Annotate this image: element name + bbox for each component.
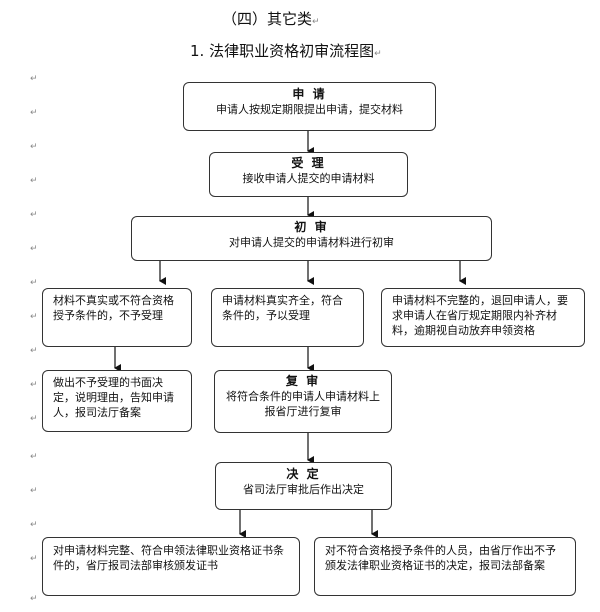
node-initial-review-desc: 对申请人提交的申请材料进行初审: [229, 236, 394, 249]
node-re-review: 复 审 将符合条件的申请人申请材料上报省厅进行复审: [214, 370, 392, 433]
node-accept: 受 理 接收申请人提交的申请材料: [209, 152, 408, 197]
node-incomplete-text: 申请材料不完整的，退回申请人，要求申请人在省厅规定期限内补齐材料，逾期视自动放弃…: [392, 294, 568, 337]
node-initial-review-title: 初 审: [294, 220, 329, 234]
node-decision-title: 决 定: [286, 467, 321, 481]
node-not-real: 材料不真实或不符合资格授予条件的，不予受理: [42, 288, 192, 347]
node-apply: 申 请 申请人按规定期限提出申请，提交材料: [183, 82, 436, 131]
node-not-real-text: 材料不真实或不符合资格授予条件的，不予受理: [53, 294, 174, 322]
section-heading: （四）其它类↵: [222, 10, 320, 28]
node-initial-review: 初 审 对申请人提交的申请材料进行初审: [131, 216, 492, 261]
node-reject-decision-text: 做出不予受理的书面决定，说明理由，告知申请人，报司法厅备案: [53, 376, 174, 419]
node-apply-title: 申 请: [292, 87, 327, 101]
node-accept-title: 受 理: [291, 156, 326, 170]
node-decision: 决 定 省司法厅审批后作出决定: [215, 462, 392, 510]
node-real-complete-text: 申请材料真实齐全，符合条件的，予以受理: [222, 294, 343, 322]
node-incomplete: 申请材料不完整的，退回申请人，要求申请人在省厅规定期限内补齐材料，逾期视自动放弃…: [381, 288, 585, 347]
node-real-complete: 申请材料真实齐全，符合条件的，予以受理: [211, 288, 364, 347]
node-deny-text: 对不符合资格授予条件的人员，由省厅作出不予颁发法律职业资格证书的决定，报司法部备…: [325, 544, 556, 572]
node-apply-desc: 申请人按规定期限提出申请，提交材料: [216, 103, 403, 116]
node-approve-text: 对申请材料完整、符合申领法律职业资格证书条件的，省厅报司法部审核颁发证书: [53, 544, 284, 572]
node-approve: 对申请材料完整、符合申领法律职业资格证书条件的，省厅报司法部审核颁发证书: [42, 537, 300, 596]
node-accept-desc: 接收申请人提交的申请材料: [242, 172, 375, 185]
node-reject-decision: 做出不予受理的书面决定，说明理由，告知申请人，报司法厅备案: [42, 370, 192, 432]
node-decision-desc: 省司法厅审批后作出决定: [243, 483, 364, 496]
diagram-title: 1. 法律职业资格初审流程图↵: [190, 42, 382, 60]
node-re-review-desc: 将符合条件的申请人申请材料上报省厅进行复审: [226, 390, 380, 418]
node-re-review-title: 复 审: [285, 374, 321, 388]
node-deny: 对不符合资格授予条件的人员，由省厅作出不予颁发法律职业资格证书的决定，报司法部备…: [314, 537, 576, 596]
